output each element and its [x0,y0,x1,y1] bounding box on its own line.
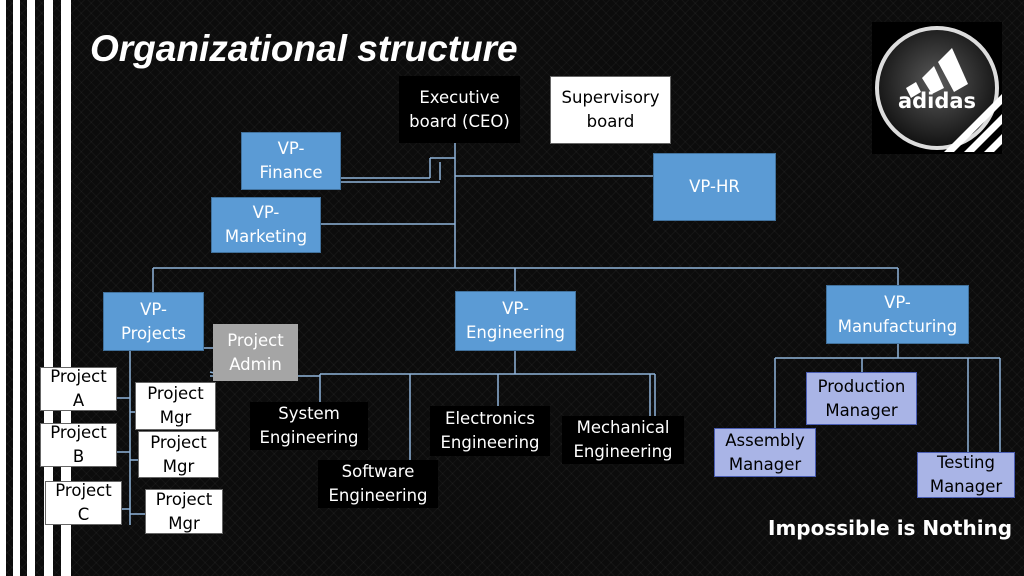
logo-panel: adidas [872,22,1002,154]
stripe [0,0,6,576]
adidas-logo: adidas [872,22,1002,154]
vp-finance-box: VP- Finance [241,132,341,190]
project-admin-box: Project Admin [213,324,298,381]
testing-manager-box: Testing Manager [917,452,1015,498]
ceo-box: Executive board (CEO) [399,76,520,143]
project-b-box: Project B [40,423,117,467]
electronics-engineering-box: Electronics Engineering [430,406,550,456]
vp-engineering-box: VP- Engineering [455,291,576,351]
slide-title: Organizational structure [90,28,518,69]
production-manager-box: Production Manager [806,372,917,425]
assembly-manager-box: Assembly Manager [714,428,816,477]
mechanical-engineering-box: Mechanical Engineering [562,416,684,464]
tagline: Impossible is Nothing [768,516,1013,540]
project-a-box: Project A [40,367,117,411]
project-c-box: Project C [45,481,122,525]
stripe [13,0,20,576]
vp-manufacturing-box: VP- Manufacturing [826,285,969,344]
project-mgr-box: Project Mgr [138,431,219,478]
project-mgr-box: Project Mgr [145,489,223,534]
supervisory-board-box: Supervisory board [550,76,671,144]
software-engineering-box: Software Engineering [318,460,438,508]
logo-text: adidas [898,89,976,113]
stripe [61,0,71,576]
system-engineering-box: System Engineering [250,402,368,450]
stripe [44,0,53,576]
vp-marketing-box: VP- Marketing [211,197,321,253]
vp-projects-box: VP- Projects [103,292,204,351]
stripe [27,0,35,576]
project-mgr-box: Project Mgr [135,382,216,430]
vp-hr-box: VP-HR [653,153,776,221]
